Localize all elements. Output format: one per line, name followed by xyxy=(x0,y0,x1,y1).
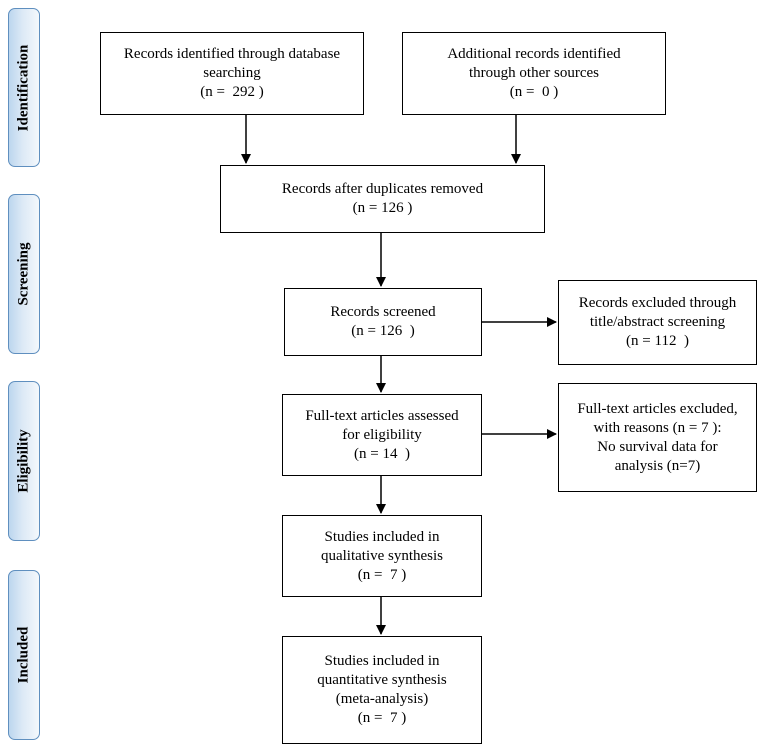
box-db-search-line2: searching xyxy=(203,65,261,81)
box-fulltext-assessed-line3: (n = 14 ) xyxy=(354,445,410,462)
phase-identification: Identification xyxy=(8,8,40,167)
box-quantitative-synthesis: Studies included in quantitative synthes… xyxy=(282,636,482,744)
phase-screening: Screening xyxy=(8,194,40,354)
box-db-search-line3: (n = 292 ) xyxy=(200,84,264,100)
box-quantitative-synthesis-line1: Studies included in xyxy=(324,653,440,669)
box-excluded-screening-line2: title/abstract screening xyxy=(589,314,726,330)
box-db-search-line1: Records identified through database xyxy=(123,46,341,62)
box-duplicates-removed-line2: (n = 126 ) xyxy=(352,200,413,216)
box-other-sources-line1: Additional records identified xyxy=(447,46,621,62)
box-quantitative-synthesis-line3: (meta-analysis) xyxy=(335,691,429,707)
box-other-sources-line3: (n = 0 ) xyxy=(509,84,559,100)
phase-included: Included xyxy=(8,570,40,740)
box-fulltext-excluded-line3: No survival data for xyxy=(597,438,718,455)
box-fulltext-assessed: Full-text articles assessed for eligibil… xyxy=(282,394,482,476)
box-fulltext-assessed-line1: Full-text articles assessed xyxy=(305,407,459,424)
box-quantitative-synthesis-line2: quantitative synthesis xyxy=(317,672,447,688)
box-excluded-screening: Records excluded through title/abstract … xyxy=(558,280,757,365)
box-screened-line1: Records screened xyxy=(330,304,436,320)
box-excluded-screening-line1: Records excluded through xyxy=(578,295,737,311)
box-db-search: Records identified through database sear… xyxy=(100,32,364,115)
box-screened: Records screened (n = 126 ) xyxy=(284,288,482,356)
box-qualitative-synthesis-line2: qualitative synthesis xyxy=(320,547,444,564)
box-other-sources-line2: through other sources xyxy=(469,65,599,81)
box-qualitative-synthesis-line1: Studies included in xyxy=(324,528,440,545)
box-fulltext-excluded: Full-text articles excluded, with reason… xyxy=(558,383,757,492)
box-other-sources: Additional records identified through ot… xyxy=(402,32,666,115)
box-screened-line2: (n = 126 ) xyxy=(351,323,415,339)
box-fulltext-excluded-line4: analysis (n=7) xyxy=(614,457,701,474)
box-fulltext-excluded-line2: with reasons (n = 7 ): xyxy=(593,419,722,436)
box-fulltext-excluded-line1: Full-text articles excluded, xyxy=(577,400,738,417)
box-quantitative-synthesis-line4: (n = 7 ) xyxy=(357,710,407,726)
box-excluded-screening-line3: (n = 112 ) xyxy=(626,333,689,349)
box-fulltext-assessed-line2: for eligibility xyxy=(342,426,422,443)
box-qualitative-synthesis: Studies included in qualitative synthesi… xyxy=(282,515,482,597)
box-qualitative-synthesis-line3: (n = 7 ) xyxy=(357,566,407,583)
box-duplicates-removed: Records after duplicates removed (n = 12… xyxy=(220,165,545,233)
box-duplicates-removed-line1: Records after duplicates removed xyxy=(281,181,484,197)
phase-eligibility: Eligibility xyxy=(8,381,40,541)
